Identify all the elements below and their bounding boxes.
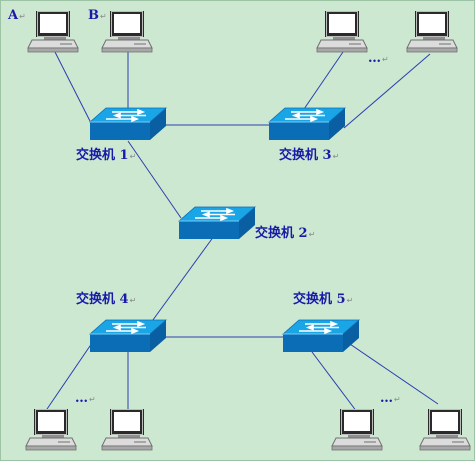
switch-3-label: 交换机 3↵ <box>279 149 339 162</box>
switch-1-icon <box>89 107 167 141</box>
switch-2-label-text: 交换机 2 <box>255 226 308 241</box>
computer-sw5-left-icon <box>331 408 383 451</box>
switch-5-icon <box>282 319 360 353</box>
switch-5-label: 交换机 5↵ <box>293 293 353 306</box>
switch-4-label-text: 交换机 4 <box>76 292 129 307</box>
computer-sw3-right-icon <box>406 10 458 53</box>
paragraph-mark: ↵ <box>382 55 389 64</box>
link-sw2-sw4 <box>149 235 215 325</box>
switch-3-icon <box>268 107 346 141</box>
switch-3-label-text: 交换机 3 <box>279 148 332 163</box>
switch-2-label: 交换机 2↵ <box>255 227 315 240</box>
paragraph-mark: ↵ <box>129 152 137 161</box>
computer-b-label-text: B <box>88 8 99 23</box>
paragraph-mark: ↵ <box>89 395 96 404</box>
switch-4-label: 交换机 4↵ <box>76 293 136 306</box>
ellipsis-top-right-text: … <box>368 51 381 66</box>
network-links <box>44 51 439 413</box>
computer-sw3-left-icon <box>316 10 368 53</box>
paragraph-mark: ↵ <box>19 12 26 21</box>
computer-sw4-left-icon <box>25 408 77 451</box>
switch-1-label: 交换机 1↵ <box>76 149 136 162</box>
computer-sw4-right-icon <box>101 408 153 451</box>
switch-5-label-text: 交换机 5 <box>293 292 346 307</box>
link-sw4-pc4a <box>44 342 93 413</box>
switch-2-icon <box>178 206 256 240</box>
computer-b-label: B↵ <box>88 9 107 22</box>
ellipsis-bottom-right: …↵ <box>380 392 401 405</box>
ellipsis-top-right: …↵ <box>368 52 389 65</box>
link-sw1-sw2 <box>127 140 182 219</box>
link-pc3a-sw3 <box>301 51 344 113</box>
paragraph-mark: ↵ <box>308 230 316 239</box>
paragraph-mark: ↵ <box>394 395 401 404</box>
computer-sw5-right-icon <box>419 408 471 451</box>
switch-1-label-text: 交换机 1 <box>76 148 129 163</box>
paragraph-mark: ↵ <box>332 152 340 161</box>
link-pc-a-sw1 <box>54 51 93 126</box>
switch-4-icon <box>89 319 167 353</box>
link-sw5-pc5b <box>343 339 439 405</box>
ellipsis-bottom-left-text: … <box>75 391 88 406</box>
ellipsis-bottom-left: …↵ <box>75 392 96 405</box>
link-sw5-pc5a <box>311 351 358 413</box>
paragraph-mark: ↵ <box>346 296 354 305</box>
paragraph-mark: ↵ <box>100 12 107 21</box>
computer-a-label-text: A <box>8 8 19 23</box>
ellipsis-bottom-right-text: … <box>380 391 393 406</box>
computer-a-label: A↵ <box>8 9 26 22</box>
computer-b-icon <box>101 10 153 53</box>
link-pc3b-sw3 <box>343 53 431 129</box>
computer-a-icon <box>27 10 79 53</box>
paragraph-mark: ↵ <box>129 296 137 305</box>
